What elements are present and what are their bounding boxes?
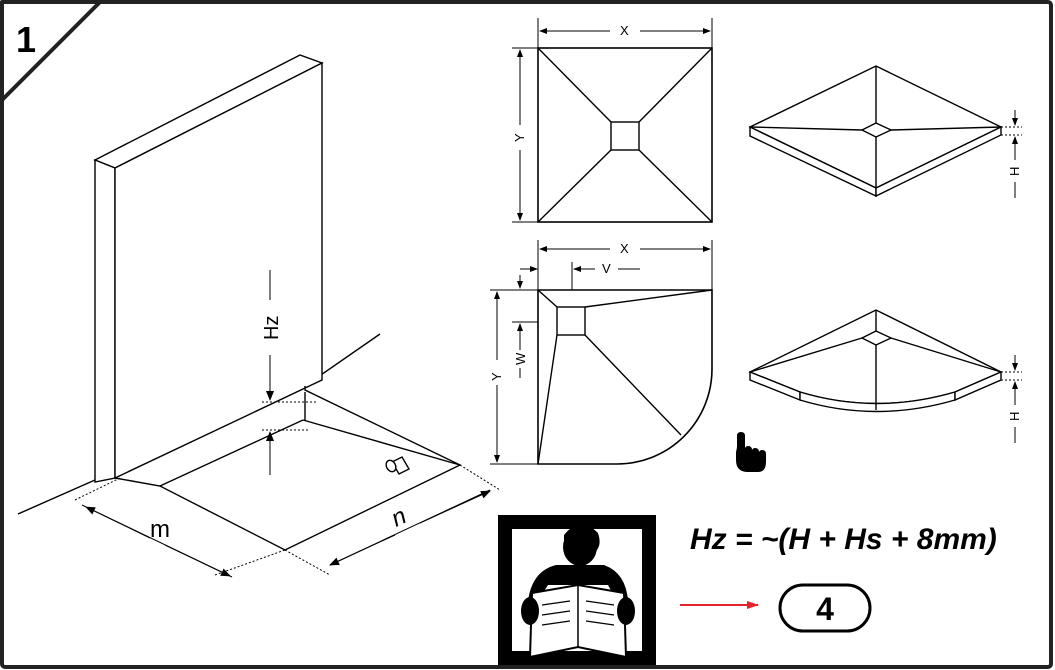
label-m: m — [150, 516, 170, 543]
square-label-h: H — [1007, 167, 1022, 176]
square-label-x: X — [620, 23, 629, 38]
quadrant-label-w: W — [513, 352, 528, 365]
label-n: n — [387, 502, 411, 532]
quadrant-label-v: V — [602, 261, 611, 276]
room-isometric: Hz m n — [17, 54, 501, 578]
quadrant-label-x: X — [620, 241, 629, 256]
quadrant-tray-top-view: X V W Y — [489, 240, 713, 465]
square-tray-top-view: X Y — [512, 18, 713, 223]
label-hz: Hz — [261, 316, 283, 340]
square-tray-isometric: H — [748, 65, 1022, 198]
quadrant-label-h: H — [1007, 412, 1022, 421]
page-reference-badge: 4 — [778, 583, 872, 633]
quadrant-label-y: Y — [489, 372, 504, 381]
reading-manual-icon — [498, 515, 656, 665]
step-number: 1 — [16, 19, 36, 60]
quadrant-tray-isometric: H — [748, 309, 1022, 443]
drain-pipe — [385, 456, 410, 475]
formula-text: Hz = ~(H + Hs + 8mm) — [690, 523, 997, 556]
step-number-tab: 1 — [0, 0, 102, 102]
square-label-y: Y — [512, 133, 527, 142]
pointing-hand-icon — [736, 432, 766, 472]
page-reference-number: 4 — [816, 591, 834, 627]
